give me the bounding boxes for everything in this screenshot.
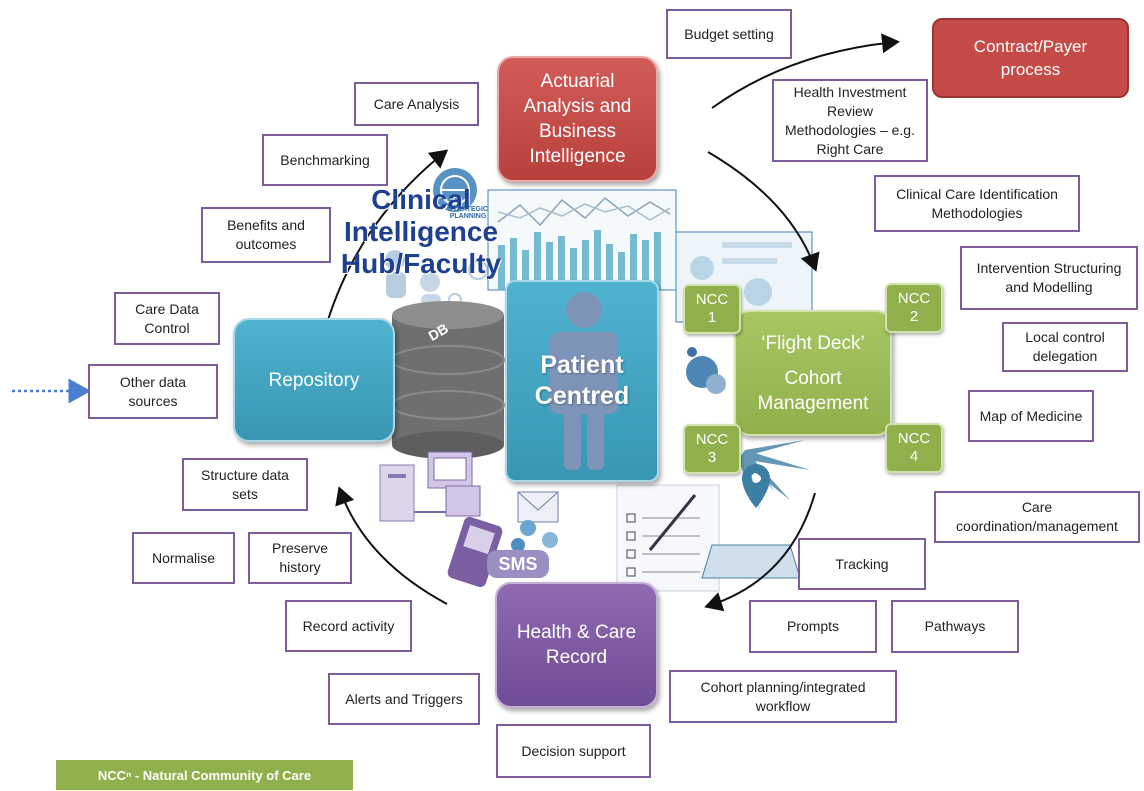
- normalise-box: Normalise: [132, 532, 235, 584]
- local-control-box: Local control delegation: [1002, 322, 1128, 372]
- structure-data-sets-box: Structure data sets: [182, 458, 308, 511]
- prompts-box: Prompts: [749, 600, 877, 653]
- health-care-record-node[interactable]: Health & Care Record: [495, 582, 658, 708]
- ncc-1-number: 1: [707, 309, 717, 326]
- patient-centred-node[interactable]: Patient Centred: [505, 280, 659, 482]
- flight-deck-subtitle: Cohort Management: [757, 367, 869, 414]
- arrow-actuarial-to-flightdeck: [707, 151, 820, 272]
- bar-chart-graphic: [487, 189, 677, 291]
- record-activity-box: Record activity: [285, 600, 412, 652]
- contract-payer-node[interactable]: Contract/Payer process: [932, 18, 1129, 98]
- clinical-care-id-box: Clinical Care Identification Methodologi…: [874, 175, 1080, 232]
- other-data-sources-box: Other data sources: [88, 364, 218, 419]
- ncc-2-number: 2: [909, 308, 919, 325]
- tracking-box: Tracking: [798, 538, 926, 590]
- care-analysis-box: Care Analysis: [354, 82, 479, 126]
- flight-deck-node[interactable]: ‘Flight Deck’ Cohort Management: [734, 310, 892, 436]
- benchmarking-box: Benchmarking: [262, 134, 388, 186]
- benefits-outcomes-box: Benefits and outcomes: [201, 207, 331, 263]
- health-investment-box: Health Investment Review Methodologies –…: [772, 79, 928, 162]
- pathways-box: Pathways: [891, 600, 1019, 653]
- ncc-3-label: NCC: [695, 431, 729, 448]
- contract-payer-label: Contract/Payer process: [973, 37, 1088, 79]
- map-of-medicine-box: Map of Medicine: [968, 390, 1094, 442]
- budget-setting-box: Budget setting: [666, 9, 792, 59]
- person-icon: [550, 292, 618, 470]
- cohort-planning-box: Cohort planning/integrated workflow: [669, 670, 897, 723]
- intervention-box: Intervention Structuring and Modelling: [960, 246, 1138, 310]
- health-care-record-label: Health & Care Record: [516, 622, 637, 668]
- care-data-control-box: Care Data Control: [114, 292, 220, 345]
- checklist-graphic: [616, 484, 720, 592]
- alerts-triggers-box: Alerts and Triggers: [328, 673, 480, 725]
- database-graphic: [391, 301, 505, 459]
- actuarial-analysis-label: Actuarial Analysis and Business Intellig…: [523, 71, 632, 167]
- ncc-3-number: 3: [707, 449, 717, 466]
- strategic-planning-label: STRATEGIC PLANNING: [448, 206, 488, 220]
- globe-logo-graphic: [433, 168, 477, 212]
- puzzle-graphic: [686, 347, 726, 394]
- ncc-node-4[interactable]: NCC 4: [885, 423, 943, 473]
- repository-label: Repository: [268, 369, 360, 391]
- arrow-repository-to-actuarial: [327, 149, 449, 321]
- legend-ncc: NCCⁿ - Natural Community of Care: [56, 760, 353, 790]
- computer-graphic: [379, 451, 481, 522]
- actuarial-analysis-node[interactable]: Actuarial Analysis and Business Intellig…: [497, 56, 658, 182]
- flight-deck-title: ‘Flight Deck’: [761, 332, 865, 354]
- starburst-graphic: [738, 440, 810, 510]
- ncc-4-label: NCC: [897, 430, 931, 447]
- patient-centred-label: Patient Centred: [534, 351, 630, 410]
- arrow-record-to-repository: [335, 486, 448, 605]
- ncc-2-label: NCC: [897, 290, 931, 307]
- care-coordination-box: Care coordination/management: [934, 491, 1140, 543]
- arrow-flightdeck-to-record: [704, 492, 816, 612]
- decision-support-box: Decision support: [496, 724, 651, 778]
- ncc-node-1[interactable]: NCC 1: [683, 284, 741, 334]
- sms-label: SMS: [487, 550, 549, 578]
- hub-title: Clinical Intelligence Hub/Faculty: [340, 184, 502, 279]
- arrow-actuarial-to-contract: [711, 33, 900, 109]
- ncc-node-3[interactable]: NCC 3: [683, 424, 741, 474]
- ncc-node-2[interactable]: NCC 2: [885, 283, 943, 333]
- people-icons-graphic: [511, 520, 558, 552]
- ncc-4-number: 4: [909, 448, 919, 465]
- preserve-history-box: Preserve history: [248, 532, 352, 584]
- envelope-graphic: [517, 491, 559, 523]
- ncc-1-label: NCC: [695, 291, 729, 308]
- repository-node[interactable]: Repository: [233, 318, 395, 442]
